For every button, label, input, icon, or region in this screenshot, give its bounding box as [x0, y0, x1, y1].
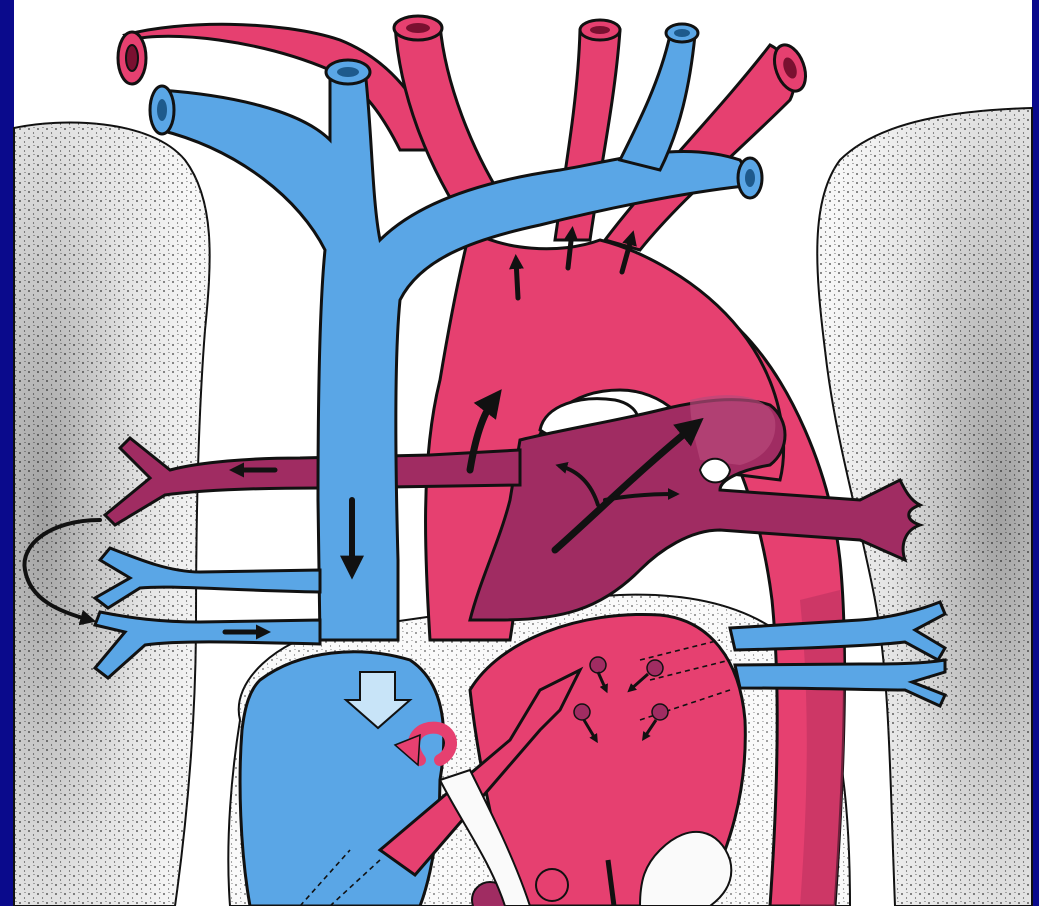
- heart-circulation-diagram: [0, 0, 1039, 906]
- fetal-circulation-figure: [0, 0, 1039, 906]
